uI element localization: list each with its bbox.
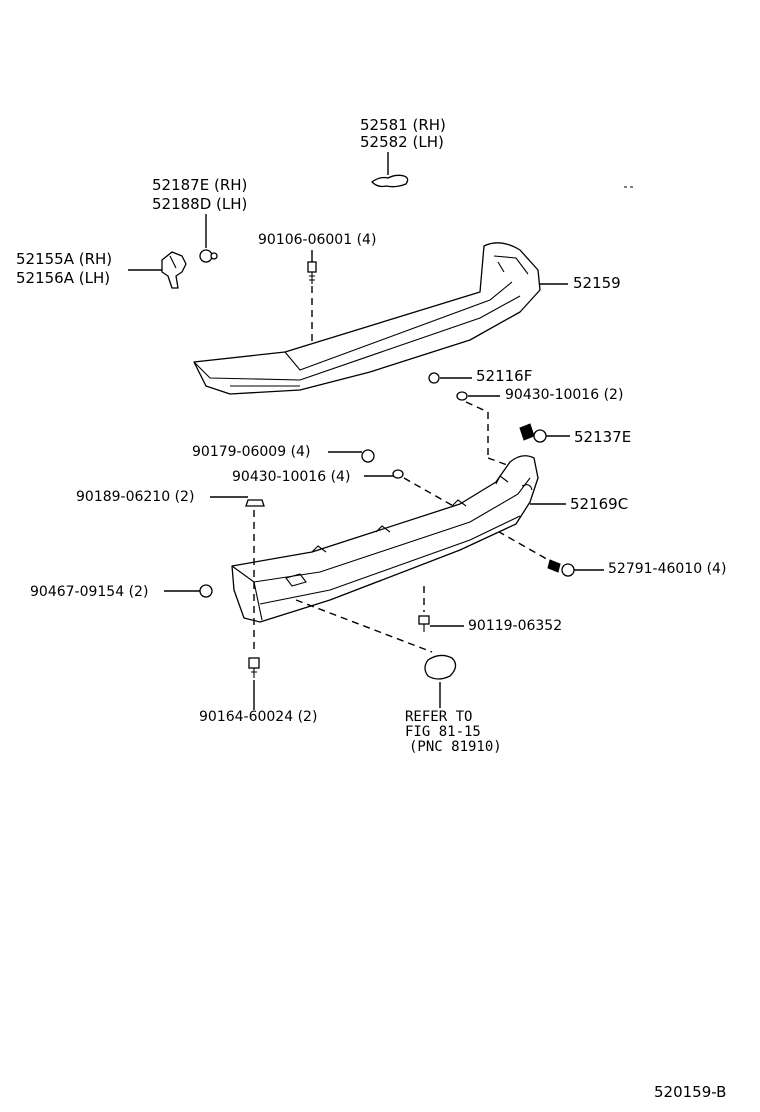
label-52159: 52159 bbox=[573, 274, 621, 292]
label-90467: 90467-09154 (2) bbox=[30, 584, 148, 600]
clip-52116f-part bbox=[428, 372, 472, 384]
side-bracket-part bbox=[128, 251, 187, 289]
clip-52187e-part bbox=[199, 214, 218, 263]
retainer-52159-part bbox=[193, 242, 568, 395]
bolt-90106-part bbox=[307, 250, 317, 350]
bolt-90164-part bbox=[248, 657, 260, 710]
label-90430-b: 90430-10016 (4) bbox=[232, 469, 350, 485]
label-90430-a: 90430-10016 (2) bbox=[505, 387, 623, 403]
label-52581: 52581 (RH) bbox=[360, 116, 446, 134]
label-52582: 52582 (LH) bbox=[360, 133, 444, 151]
bumper-cover-52169c-part bbox=[231, 455, 566, 623]
label-52187e: 52187E (RH) bbox=[152, 176, 247, 194]
label-90189: 90189-06210 (2) bbox=[76, 489, 194, 505]
label-52791: 52791-46010 (4) bbox=[608, 561, 726, 577]
figure-id: 520159-B bbox=[654, 1083, 726, 1101]
reflector-reference-part bbox=[295, 599, 457, 708]
label-90179: 90179-06009 (4) bbox=[192, 444, 310, 460]
refer-note-line1: REFER TO bbox=[405, 709, 472, 725]
clip-90467-part bbox=[164, 584, 213, 598]
label-52155a: 52155A (RH) bbox=[16, 250, 112, 268]
clip-90179-part bbox=[328, 449, 375, 463]
label-90164: 90164-60024 (2) bbox=[199, 709, 317, 725]
label-52116f: 52116F bbox=[476, 367, 532, 385]
pad-52581-part bbox=[371, 152, 409, 188]
fastener-90189-part bbox=[210, 496, 265, 650]
label-52188d: 52188D (LH) bbox=[152, 195, 247, 213]
label-52156a: 52156A (LH) bbox=[16, 269, 110, 287]
screw-52791-part bbox=[547, 559, 604, 577]
label-52137e: 52137E bbox=[574, 428, 631, 446]
refer-note-line3: (PNC 81910) bbox=[409, 739, 502, 755]
bolt-90119-part bbox=[418, 586, 464, 632]
label-90119: 90119-06352 bbox=[468, 618, 562, 634]
refer-note-line2: FIG 81-15 bbox=[405, 724, 481, 740]
washer-90430-a-part bbox=[456, 391, 511, 467]
fastener-52137e-part bbox=[519, 423, 570, 443]
label-90106: 90106-06001 (4) bbox=[258, 232, 376, 248]
label-52169c: 52169C bbox=[570, 495, 628, 513]
